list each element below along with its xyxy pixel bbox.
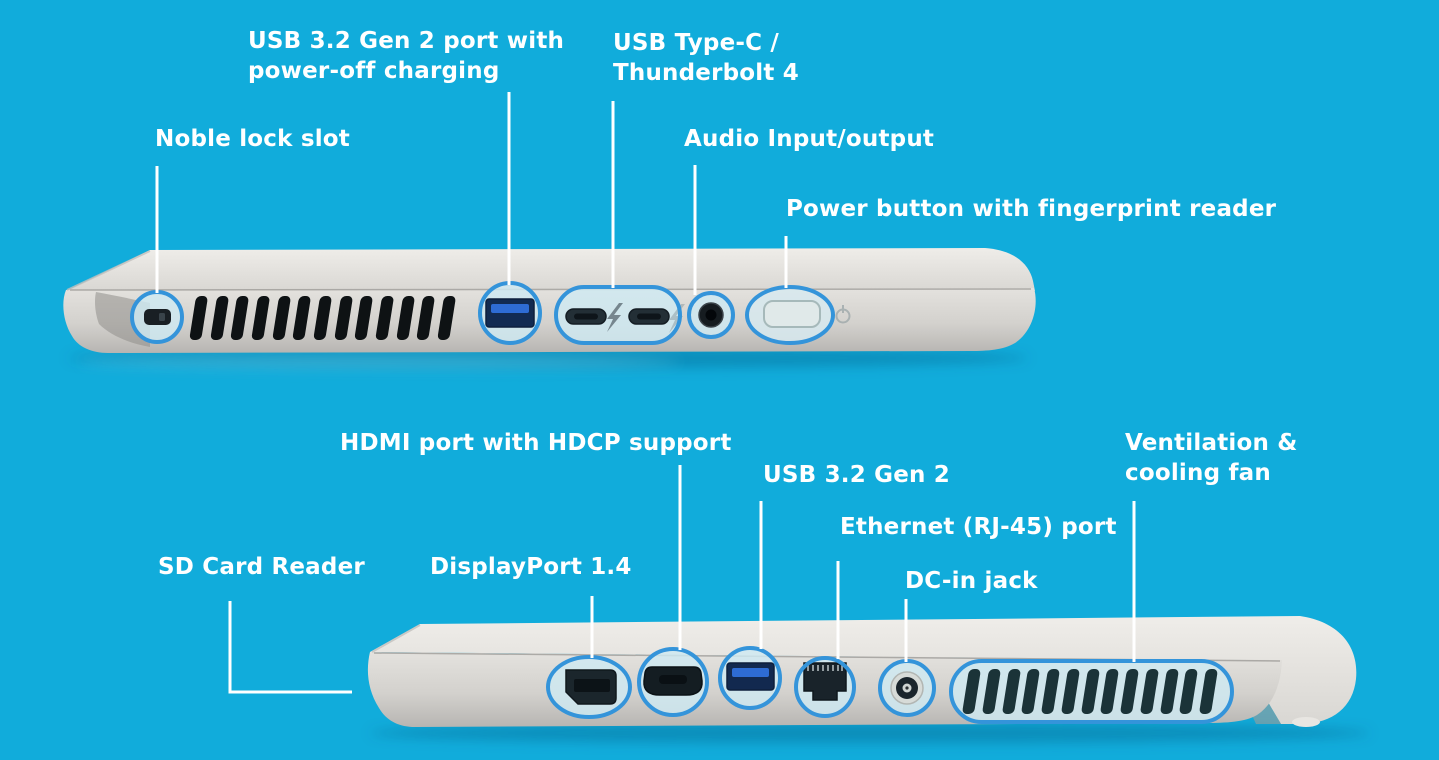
power-button-fingerprint bbox=[763, 300, 821, 328]
bottom-laptop-lid-front-edge bbox=[371, 624, 421, 653]
callout-lines bbox=[155, 92, 1136, 694]
top-vent-slats bbox=[189, 296, 456, 340]
typec-callout-ring bbox=[554, 285, 682, 345]
bottom-laptop-right-side bbox=[367, 616, 1370, 743]
label-power-button: Power button with fingerprint reader bbox=[786, 196, 1277, 222]
bottom-callout-rings bbox=[546, 646, 1234, 724]
thunderbolt-icon bbox=[607, 303, 623, 332]
top-laptop-left-side bbox=[63, 248, 1036, 369]
top-callout-rings bbox=[130, 281, 835, 345]
bottom-laptop-foot bbox=[1292, 717, 1320, 727]
eth-callout-ring bbox=[794, 656, 856, 718]
label-usb32-gen2: USB 3.2 Gen 2 bbox=[763, 462, 950, 488]
usb-a-tongue-bottom bbox=[732, 668, 769, 677]
label-ventilation: Ventilation & cooling fan bbox=[1125, 430, 1298, 486]
audio-callout-ring bbox=[687, 291, 735, 339]
usb-a-tongue-top bbox=[491, 304, 529, 313]
audio-jack-hole bbox=[705, 309, 717, 321]
callout-line-sd-card bbox=[228, 601, 352, 694]
label-dc-in: DC-in jack bbox=[905, 568, 1038, 594]
noble-lock-slot bbox=[144, 309, 171, 325]
top-laptop-reflection bbox=[80, 355, 680, 369]
label-usb-typec-thunderbolt: USB Type-C / Thunderbolt 4 bbox=[613, 30, 799, 86]
ethernet-rj45-port bbox=[803, 662, 847, 701]
dc-in-pin-hole bbox=[905, 686, 909, 690]
power-callout-ring bbox=[745, 285, 835, 345]
top-laptop-lid-front-edge bbox=[66, 250, 151, 291]
usb-c-port-1-slot bbox=[574, 313, 598, 320]
hdmi-slot bbox=[659, 675, 687, 684]
label-noble-lock-slot: Noble lock slot bbox=[155, 126, 350, 152]
label-hdmi: HDMI port with HDCP support bbox=[340, 430, 732, 456]
power-icon-etched bbox=[835, 305, 851, 324]
hdmi-callout-ring bbox=[637, 647, 709, 717]
label-usb32-gen2-charging: USB 3.2 Gen 2 port with power-off chargi… bbox=[248, 28, 565, 84]
bottom-laptop-shadow bbox=[370, 723, 1370, 743]
usb-a-bot-callout-ring bbox=[718, 646, 782, 710]
top-laptop-seam bbox=[69, 288, 1032, 291]
bottom-laptop-lid bbox=[370, 616, 1357, 724]
label-ethernet: Ethernet (RJ-45) port bbox=[840, 514, 1117, 540]
vent-callout-ring bbox=[949, 659, 1234, 724]
thunderbolt-icon-etched bbox=[669, 304, 685, 333]
dp-callout-ring bbox=[546, 655, 632, 719]
label-audio-io: Audio Input/output bbox=[684, 126, 935, 152]
top-laptop-base bbox=[63, 288, 1036, 353]
label-sd-card: SD Card Reader bbox=[158, 554, 365, 580]
displayport-slot bbox=[574, 679, 610, 692]
label-displayport: DisplayPort 1.4 bbox=[430, 554, 632, 580]
bottom-vent-slats bbox=[962, 669, 1218, 714]
noble-lock-slot-pin bbox=[159, 313, 165, 321]
top-laptop-lid bbox=[66, 248, 1035, 291]
usb-c-port-2-slot bbox=[637, 313, 661, 320]
